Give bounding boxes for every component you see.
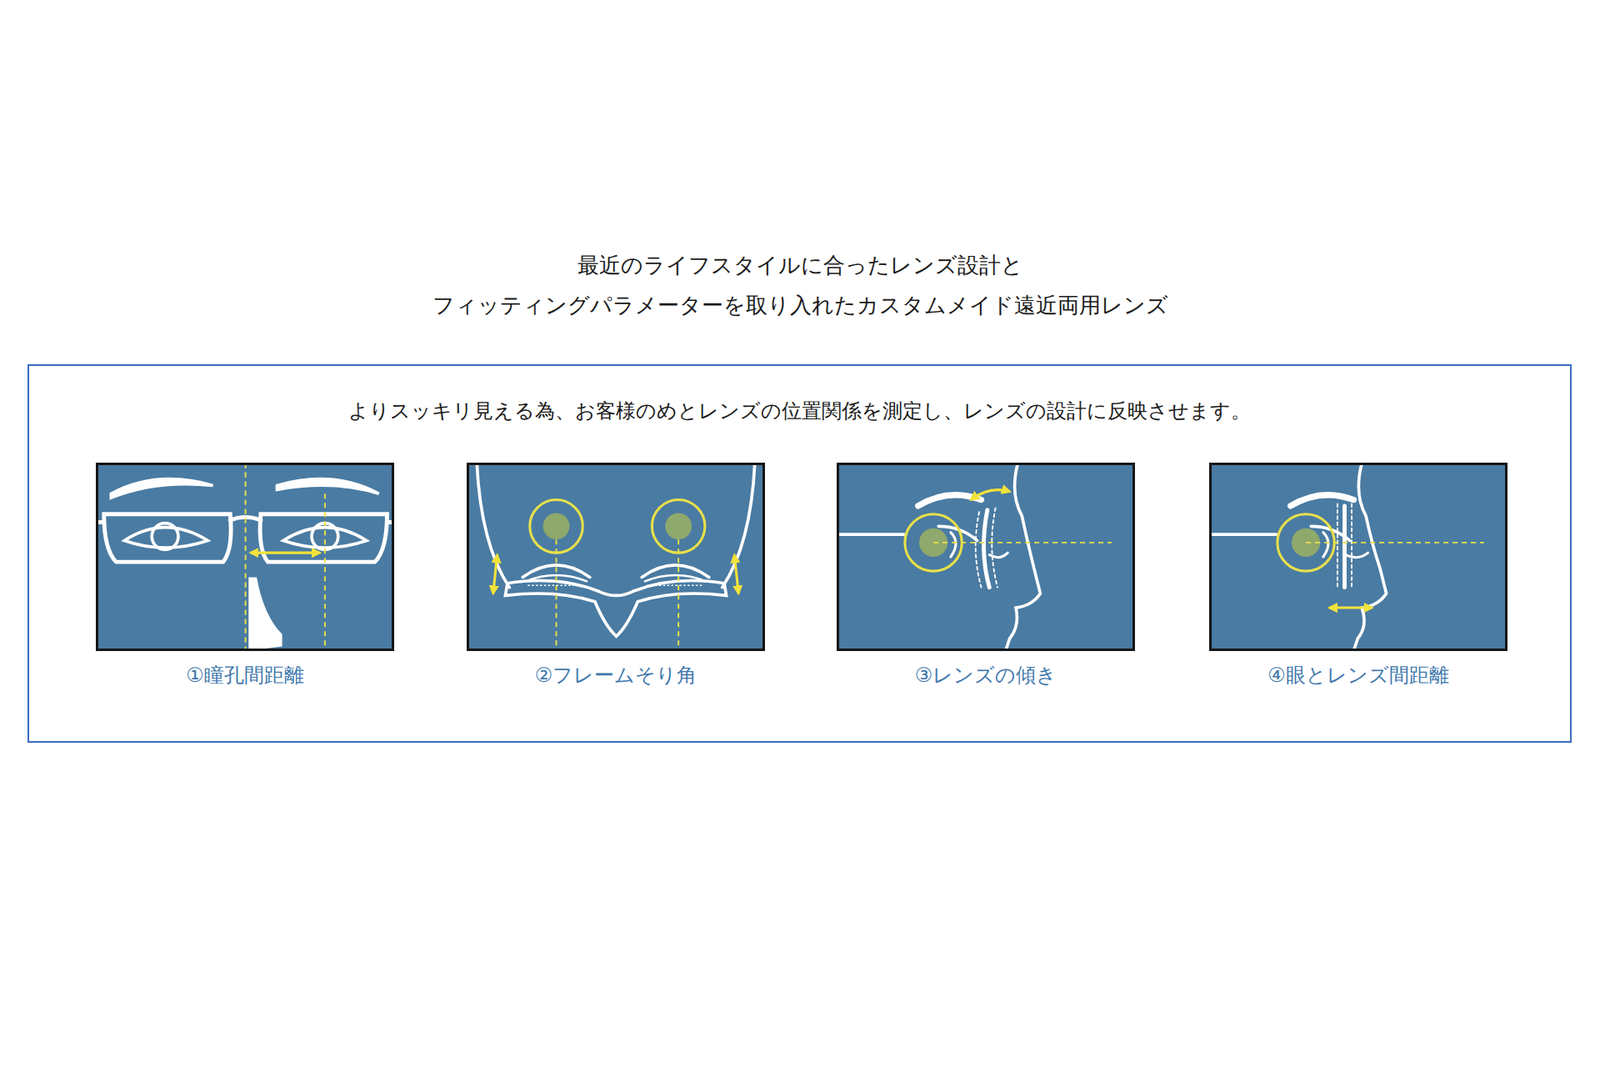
- pupil-distance-illustration: [95, 463, 395, 651]
- frame-wrap-angle-illustration: [466, 463, 765, 651]
- panel-caption: ②フレームそり角: [435, 661, 796, 689]
- illustration-panel: ④眼とレンズ間距離: [1209, 462, 1508, 651]
- illustration-panel: ②フレームそり角: [466, 462, 765, 651]
- illustration-panel: ①瞳孔間距離: [95, 462, 395, 651]
- panel-caption: ④眼とレンズ間距離: [1178, 661, 1539, 689]
- illustration-panel: ③レンズの傾き: [836, 462, 1135, 651]
- intro-text: よりスッキリ見える為、お客様のめとレンズの位置関係を測定し、レンズの設計に反映さ…: [29, 397, 1570, 425]
- lens-tilt-illustration: [836, 463, 1135, 651]
- vertex-distance-illustration: [1209, 463, 1508, 651]
- panel-caption: ③レンズの傾き: [805, 661, 1166, 689]
- diagram-title: 最近のライフスタイルに合ったレンズ設計と フィッティングパラメーターを取り入れた…: [341, 245, 1259, 325]
- panel-caption: ①瞳孔間距離: [65, 661, 425, 689]
- outer-frame: よりスッキリ見える為、お客様のめとレンズの位置関係を測定し、レンズの設計に反映さ…: [27, 364, 1572, 743]
